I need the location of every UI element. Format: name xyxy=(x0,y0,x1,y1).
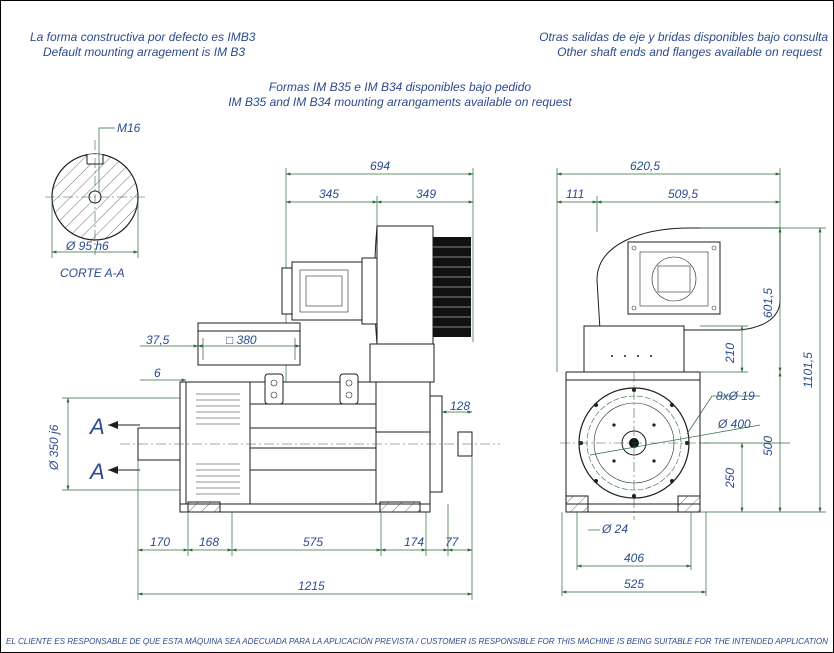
dim-terminal-380: □ 380 xyxy=(226,333,257,347)
dim-foot-hole: Ø 24 xyxy=(601,522,628,536)
dim-694: 694 xyxy=(370,159,390,173)
dim-1101-5: 1101,5 xyxy=(801,352,815,388)
dim-6: 6 xyxy=(154,366,161,380)
terminal-box xyxy=(197,322,301,366)
front-view: 620,5 111 509,5 xyxy=(556,159,826,596)
dim-111: 111 xyxy=(566,187,584,201)
section-title: CORTE A-A xyxy=(60,266,125,280)
terminal-box-front xyxy=(583,325,685,373)
dim-170: 170 xyxy=(150,535,170,549)
thread-label: M16 xyxy=(117,121,141,135)
fan-motor xyxy=(291,261,363,321)
fan-motor-front xyxy=(627,241,721,315)
dim-shaft-diameter: Ø 350 j6 xyxy=(47,424,61,471)
dim-250: 250 xyxy=(723,468,737,489)
note-shaft-es: Otras salidas de eje y bridas disponible… xyxy=(539,30,828,44)
fan-scroll xyxy=(596,227,781,331)
motor-feet xyxy=(179,503,431,513)
note-forms-en: IM B35 and IM B34 mounting arrangaments … xyxy=(228,95,572,109)
section-a-a: M16 Ø 95 h6 CORTE A-A xyxy=(45,121,145,280)
dim-406: 406 xyxy=(624,551,644,565)
side-view: 694 345 349 37,5 □ 380 6 xyxy=(47,159,500,600)
dim-349: 349 xyxy=(416,187,436,201)
dim-210: 210 xyxy=(723,343,737,364)
dim-1215: 1215 xyxy=(298,579,325,593)
dim-500: 500 xyxy=(761,436,775,456)
dim-holes: 8xØ 19 xyxy=(716,389,755,403)
dim-575: 575 xyxy=(303,535,323,549)
dim-174: 174 xyxy=(404,535,424,549)
blower-housing xyxy=(376,225,434,345)
section-mark-bottom: A xyxy=(88,459,105,484)
note-default-en: Default mounting arragement is IM B3 xyxy=(43,45,245,59)
dim-509-5: 509,5 xyxy=(668,187,698,201)
lifting-eye-left xyxy=(264,373,284,405)
section-diameter-label: Ø 95 h6 xyxy=(65,239,109,253)
dim-525: 525 xyxy=(624,577,644,591)
section-mark-top: A xyxy=(88,414,105,439)
lifting-eye-right xyxy=(339,373,359,405)
dim-77: 77 xyxy=(445,535,460,549)
dim-168: 168 xyxy=(199,535,219,549)
note-default-es: La forma constructiva por defecto es IMB… xyxy=(30,30,256,44)
dim-pcd-400: Ø 400 xyxy=(717,417,751,431)
note-shaft-en: Other shaft ends and flanges available o… xyxy=(557,45,823,59)
dim-37-5: 37,5 xyxy=(146,333,170,347)
disclaimer-text: EL CLIENTE ES RESPONSABLE DE QUE ESTA MÁ… xyxy=(6,637,828,646)
note-forms-es: Formas IM B35 e IM B34 disponibles bajo … xyxy=(269,80,531,94)
drive-end-shield xyxy=(375,381,431,505)
dim-345: 345 xyxy=(319,187,339,201)
fan-duct xyxy=(369,343,435,383)
dim-128: 128 xyxy=(450,399,470,413)
dim-620-5: 620,5 xyxy=(630,159,660,173)
dim-601-5: 601,5 xyxy=(761,288,775,318)
